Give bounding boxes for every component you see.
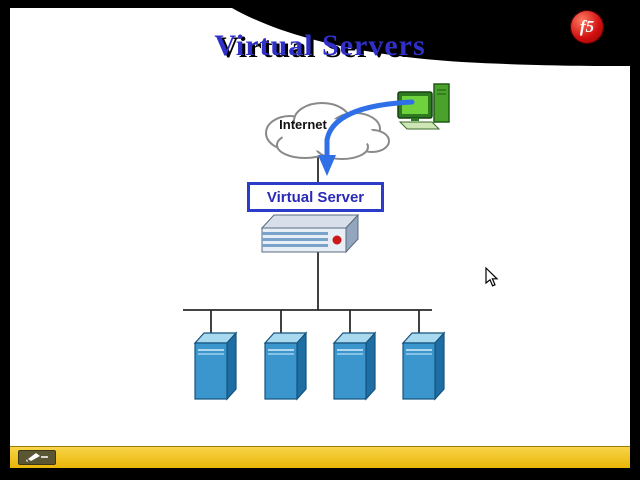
server-tower [333, 332, 376, 400]
internet-label: Internet [279, 117, 327, 132]
virtual-server-box: Virtual Server [247, 182, 384, 212]
diagram-canvas [183, 8, 630, 400]
server-tower [402, 332, 445, 400]
client-computer-icon [397, 83, 450, 130]
server-tower [194, 332, 237, 400]
slide-title: Virtual Servers [214, 29, 426, 62]
masthead-black-shape [232, 8, 630, 66]
virtual-server-label: Virtual Server [266, 188, 365, 206]
pen-tool-button[interactable] [18, 450, 56, 465]
bottom-toolbar [10, 446, 630, 468]
slide: Virtual Servers f5 Internet Virtual Serv… [10, 8, 630, 446]
pen-icon [26, 453, 48, 462]
bigip-appliance-icon [260, 213, 360, 254]
f5-logo-text: f5 [579, 17, 595, 36]
connector-lines [183, 148, 432, 335]
server-tower [264, 332, 307, 400]
f5-logo: f5 [570, 10, 604, 44]
mouse-cursor [485, 266, 499, 287]
traffic-arrow [318, 99, 415, 176]
